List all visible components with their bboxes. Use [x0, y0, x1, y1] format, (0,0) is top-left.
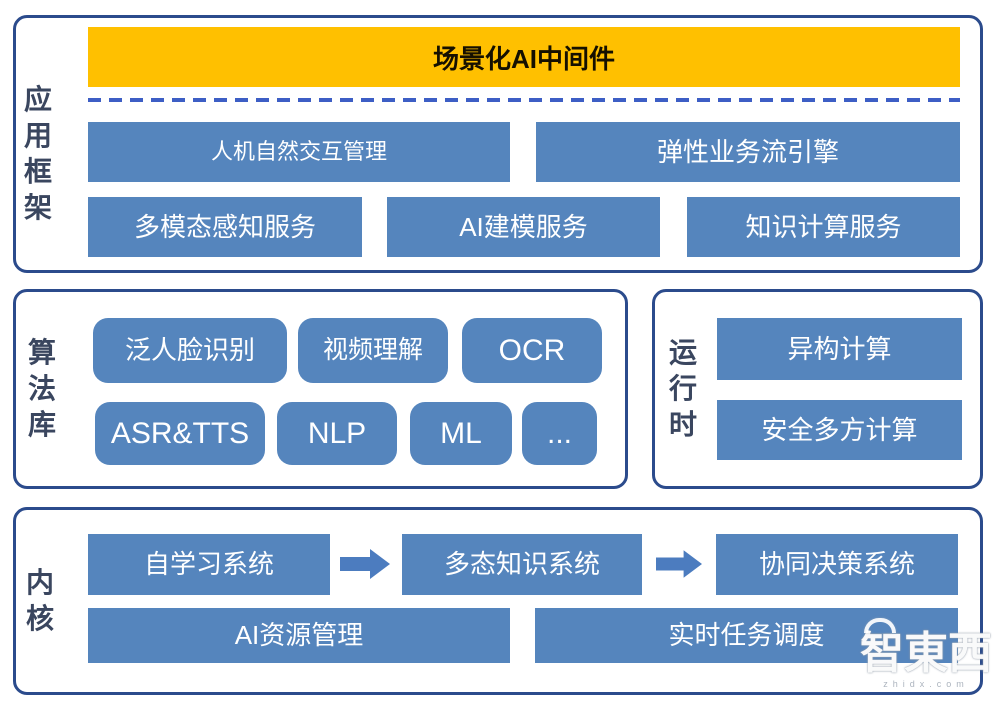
- dashed-divider: [88, 98, 960, 102]
- section-label-runtime: 运行时: [668, 337, 697, 440]
- box-ai-modeling-service: AI建模服务: [387, 197, 660, 257]
- box-secure-multiparty-computing: 安全多方计算: [717, 400, 962, 460]
- section-label-algorithm-library: 算法库: [27, 337, 56, 440]
- box-ai-resource-management: AI资源管理: [88, 608, 510, 663]
- box-scenario-ai-middleware: 场景化AI中间件: [88, 27, 960, 87]
- box-elastic-workflow-engine: 弹性业务流引擎: [536, 122, 960, 182]
- right-arrow-icon: [656, 550, 702, 578]
- box-asr-tts: ASR&TTS: [95, 402, 265, 465]
- box-multimodal-perception: 多模态感知服务: [88, 197, 362, 257]
- box-heterogeneous-computing: 异构计算: [717, 318, 962, 380]
- box-ocr: OCR: [462, 318, 602, 383]
- right-arrow-icon: [340, 549, 390, 579]
- section-label-app-framework: 应用框架: [23, 84, 52, 223]
- box-self-learning-system: 自学习系统: [88, 534, 330, 595]
- box-pan-face-recognition: 泛人脸识别: [93, 318, 287, 383]
- box-ml: ML: [410, 402, 512, 465]
- box-collaborative-decision-system: 协同决策系统: [716, 534, 958, 595]
- box-more-algorithms: ...: [522, 402, 597, 465]
- box-knowledge-computing-service: 知识计算服务: [687, 197, 960, 257]
- box-human-machine-interaction: 人机自然交互管理: [88, 122, 510, 182]
- box-nlp: NLP: [277, 402, 397, 465]
- section-label-kernel: 内核: [25, 567, 54, 634]
- box-polymorphic-knowledge-system: 多态知识系统: [402, 534, 642, 595]
- box-realtime-task-scheduling: 实时任务调度: [535, 608, 958, 663]
- box-video-understanding: 视频理解: [298, 318, 448, 383]
